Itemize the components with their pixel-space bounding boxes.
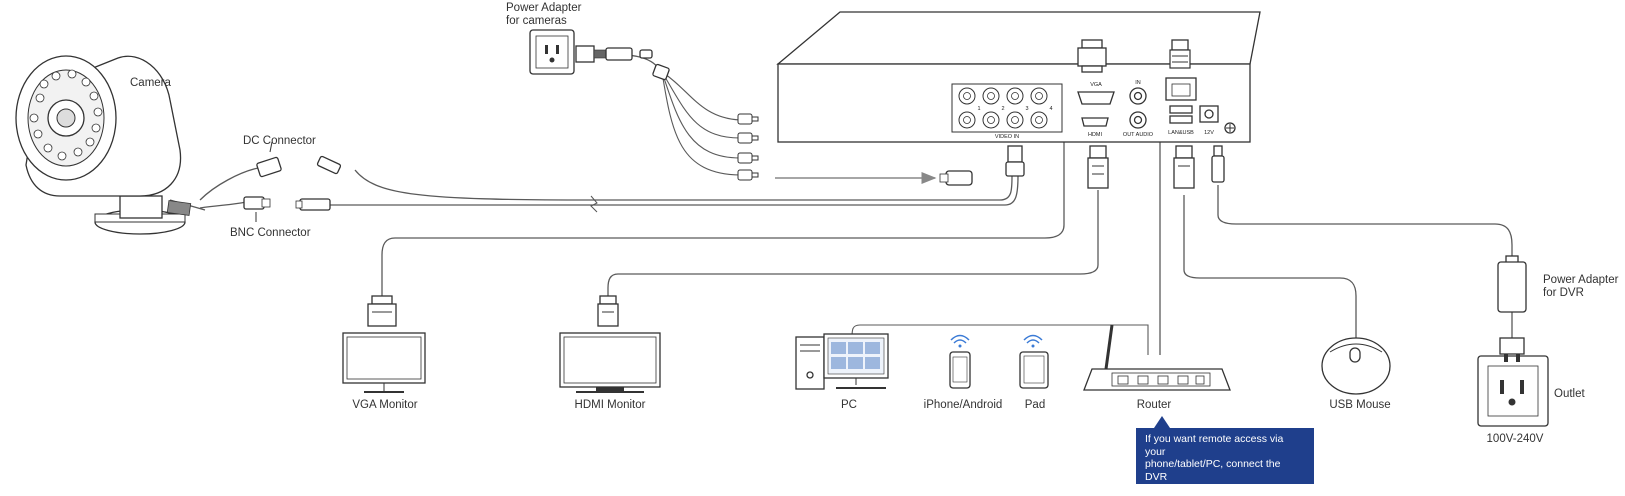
power-adapter-cameras-label-line1: Power Adapter: [506, 2, 582, 14]
lan-usb-label: LAN&USB: [1168, 130, 1194, 136]
splitter-plugs: [737, 113, 759, 181]
outlet-label: Outlet: [1554, 388, 1585, 400]
dvr: [776, 11, 1261, 143]
dc-connector-label: DC Connector: [243, 135, 316, 147]
dvr-plugs: [1005, 39, 1225, 189]
channel-3-label: 3: [1025, 106, 1028, 112]
out-audio-label: OUT AUDIO: [1123, 132, 1154, 138]
channel-2-label: 2: [1001, 106, 1004, 112]
note-pointer: [1154, 416, 1170, 428]
pad-label: Pad: [1025, 399, 1045, 411]
voltage-label: 100V-240V: [1487, 433, 1544, 445]
bnc-connector-label: BNC Connector: [230, 227, 311, 239]
dvr-panel-labels: VIDEO IN VGA IN HDMI OUT AUDIO LAN&USB 1…: [977, 80, 1214, 140]
hdmi-monitor-label: HDMI Monitor: [575, 399, 646, 411]
router-label: Router: [1137, 399, 1172, 411]
usb-mouse-label: USB Mouse: [1329, 399, 1390, 411]
channel-4-label: 4: [1049, 106, 1052, 112]
vga-port-label: VGA: [1090, 82, 1102, 88]
remote-access-note: If you want remote access via your phone…: [1136, 428, 1314, 495]
pc-label: PC: [841, 399, 857, 411]
power-adapter-dvr-label-line2: for DVR: [1543, 287, 1584, 299]
router: [1083, 324, 1231, 391]
power-adapter-cameras-label-line2: for cameras: [506, 15, 567, 27]
hdmi-port-label: HDMI: [1088, 132, 1103, 138]
camera: [15, 55, 259, 235]
wall-outlet: [1477, 337, 1549, 427]
power-port-label: 12V: [1204, 130, 1214, 136]
vga-monitor-label: VGA Monitor: [352, 399, 417, 411]
dc-plug: [939, 170, 973, 186]
smartphone: [949, 334, 971, 389]
audio-in-label: IN: [1135, 80, 1141, 86]
vga-monitor: [342, 295, 426, 393]
dc-connector: [256, 141, 282, 178]
power-adapter-dvr: [1497, 255, 1527, 313]
bnc-connector: [243, 196, 271, 222]
labels: Camera Power Adapter for cameras DC Conn…: [130, 2, 1619, 445]
channel-1-label: 1: [977, 106, 980, 112]
video-in-label: VIDEO IN: [995, 134, 1019, 140]
camera-label: Camera: [130, 77, 172, 89]
iphone-android-label: iPhone/Android: [924, 399, 1003, 411]
hdmi-monitor: [559, 295, 661, 393]
power-adapter-cameras: [529, 29, 670, 81]
power-adapter-dvr-label-line1: Power Adapter: [1543, 274, 1619, 286]
pc: [795, 333, 889, 390]
tablet: [1019, 334, 1049, 389]
camera-cable-connectors: [295, 155, 342, 211]
usb-mouse: [1321, 337, 1391, 395]
